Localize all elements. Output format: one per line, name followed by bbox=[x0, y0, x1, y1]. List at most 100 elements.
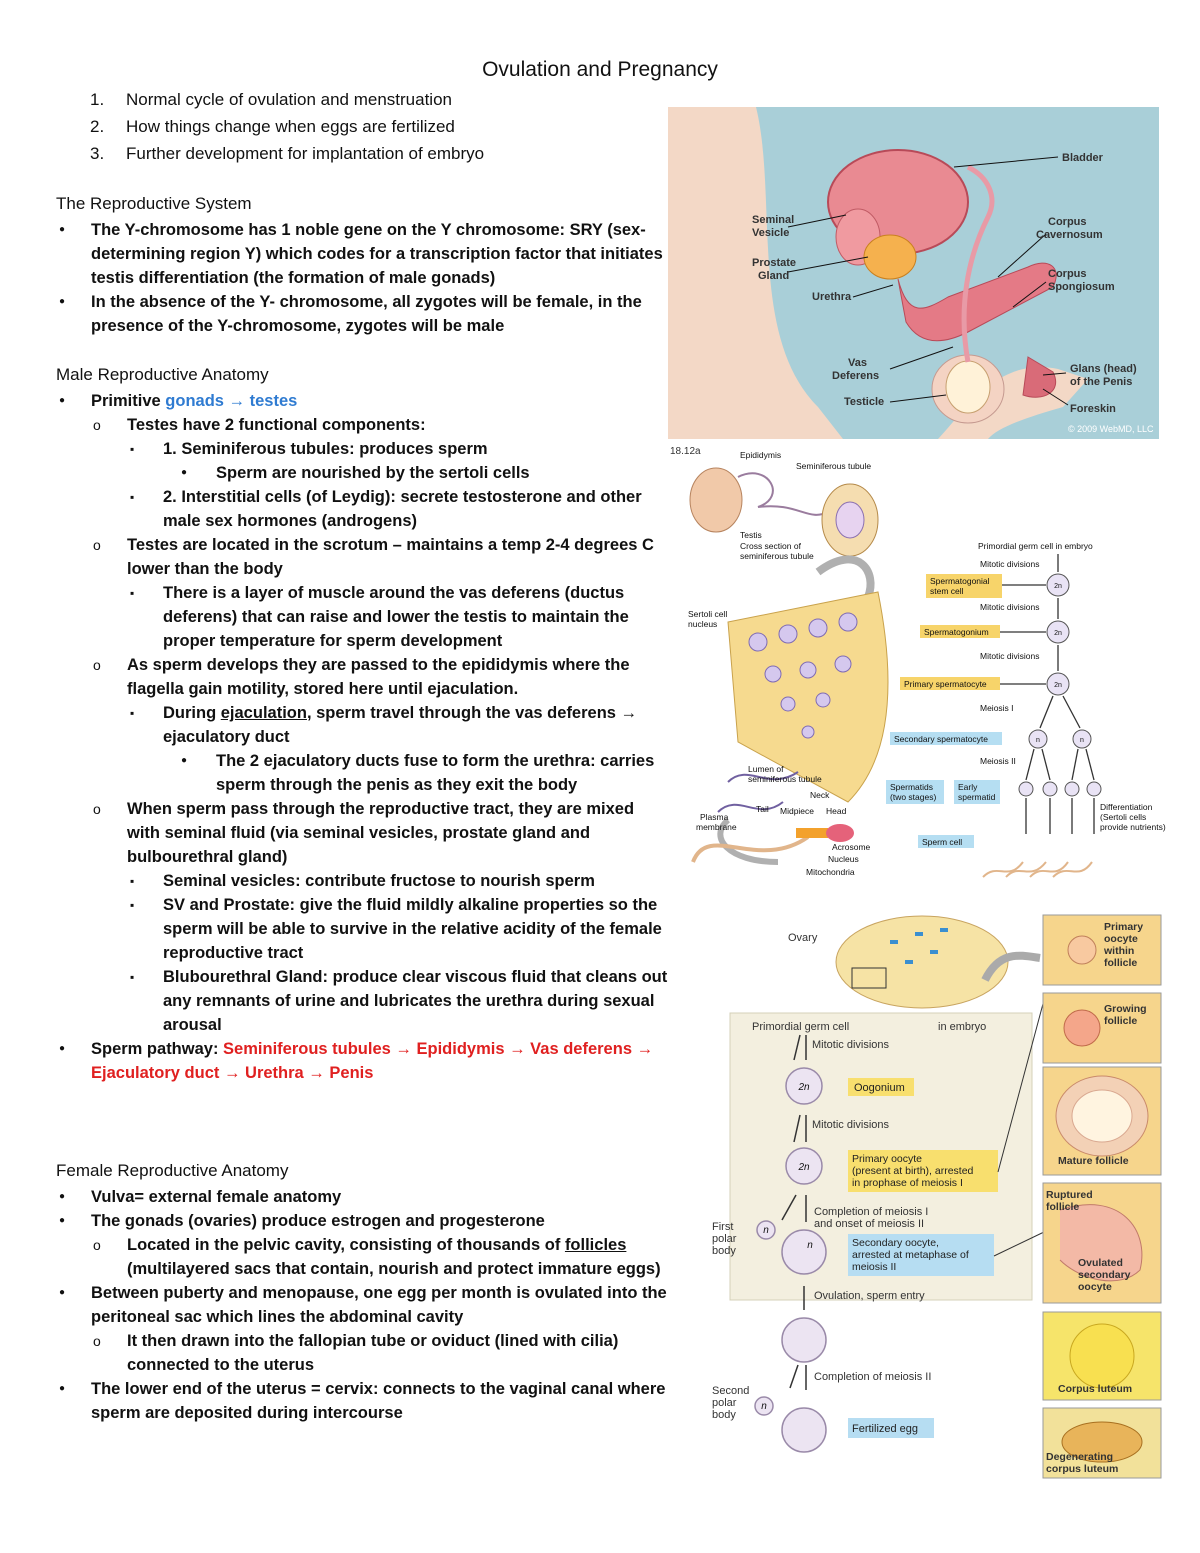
ploidy-label: n bbox=[1080, 737, 1084, 744]
text: As sperm develops they are passed to the… bbox=[127, 656, 630, 698]
bullet-list: Vulva= external female anatomy The gonad… bbox=[56, 1185, 668, 1425]
arrow: → bbox=[223, 392, 250, 410]
label-corpus-cavernosum: Cavernosum bbox=[1036, 229, 1103, 241]
label-cross-section: Cross section of bbox=[740, 541, 802, 551]
bullet-sry: The Y-chromosome has 1 noble gene on the… bbox=[56, 218, 668, 290]
tubule-drawing bbox=[737, 472, 829, 516]
label-mitotic: Mitotic divisions bbox=[812, 1119, 890, 1131]
cell bbox=[808, 618, 828, 638]
cell bbox=[748, 632, 768, 652]
label-tail: Tail bbox=[756, 804, 769, 814]
label-urethra: Urethra bbox=[812, 291, 852, 303]
label-neck: Neck bbox=[810, 790, 830, 800]
arrow-line bbox=[793, 1114, 801, 1143]
deep-list: The 2 ejaculatory ducts fuse to form the… bbox=[163, 749, 668, 797]
label-sertoli: nucleus bbox=[688, 619, 717, 629]
leader-line bbox=[889, 394, 947, 403]
leader-line bbox=[953, 156, 1059, 168]
label-spermatogonium: Spermatogonium bbox=[924, 627, 989, 637]
label-corpus-cavernosum: Corpus bbox=[1048, 216, 1087, 228]
label-glans: of the Penis bbox=[1070, 376, 1132, 388]
vessel bbox=[930, 950, 938, 954]
label-primordial: Primordial germ cell in embryo bbox=[978, 541, 1093, 551]
leader-line bbox=[997, 233, 1047, 278]
label-primordial: Primordial germ cell bbox=[752, 1021, 849, 1033]
label-acrosome: Acrosome bbox=[832, 842, 871, 852]
sub-bullet: Testes have 2 functional components: 1. … bbox=[91, 413, 668, 533]
vessel bbox=[890, 940, 898, 944]
label-first-polar: First bbox=[712, 1221, 733, 1233]
label-seminal: Seminal bbox=[752, 214, 794, 226]
label-meiosis: Meiosis II bbox=[980, 756, 1016, 766]
item-number: 2. bbox=[90, 117, 105, 136]
ploidy-label: 2n bbox=[797, 1162, 810, 1173]
list-item: 2.How things change when eggs are fertil… bbox=[56, 113, 668, 140]
sub-bullet: It then drawn into the fallopian tube or… bbox=[91, 1329, 668, 1377]
label-box bbox=[918, 835, 974, 848]
sub-bullet: As sperm develops they are passed to the… bbox=[91, 653, 668, 797]
arrow-line bbox=[781, 1194, 797, 1221]
label-early-spermatid: spermatid bbox=[958, 792, 996, 802]
label-ruptured-follicle: Ruptured bbox=[1046, 1189, 1093, 1201]
arrow-line bbox=[1025, 748, 1035, 781]
text: (multilayered sacs that contain, nourish… bbox=[127, 1260, 661, 1278]
ploidy-label: n bbox=[763, 1225, 769, 1236]
leader-line bbox=[889, 346, 954, 370]
cell-n bbox=[1042, 781, 1058, 797]
label-plasma-membrane: Plasma bbox=[700, 812, 729, 822]
label-completion-meiosis-1: and onset of meiosis II bbox=[814, 1218, 924, 1230]
item-text: Further development for implantation of … bbox=[126, 144, 485, 163]
sub-sub-bullet: SV and Prostate: give the fluid mildly a… bbox=[127, 893, 668, 965]
item-number: 3. bbox=[90, 144, 105, 163]
label-spermatids: Spermatids bbox=[890, 782, 933, 792]
sub-list: It then drawn into the fallopian tube or… bbox=[91, 1329, 668, 1377]
deep-bullet: Sperm are nourished by the sertoli cells bbox=[163, 461, 668, 485]
secondary-oocyte-cell bbox=[781, 1229, 827, 1275]
leader-line bbox=[1042, 388, 1069, 406]
sub-bullet: When sperm pass through the reproductive… bbox=[91, 797, 668, 1037]
sub-sub-bullet: Blubourethral Gland: produce clear visco… bbox=[127, 965, 668, 1037]
label-cross-section: seminiferous tubule bbox=[740, 551, 814, 561]
midpiece-drawing bbox=[796, 828, 828, 838]
label-box bbox=[900, 677, 1000, 690]
label-testis: Testis bbox=[740, 530, 762, 540]
label-first-polar: polar bbox=[712, 1233, 737, 1245]
label-corpus-spongiosum: Corpus bbox=[1048, 268, 1087, 280]
cell-n bbox=[1072, 729, 1092, 749]
leader-line bbox=[997, 999, 1045, 1173]
text: Located in the pelvic cavity, consisting… bbox=[127, 1236, 565, 1254]
leader-line bbox=[1042, 372, 1067, 376]
label-seminiferous-tubule: Seminiferous tubule bbox=[796, 461, 871, 471]
sub-sub-bullet: 2. Interstitial cells (of Leydig): secre… bbox=[127, 485, 668, 533]
figure-id: 18.12a bbox=[670, 446, 701, 457]
text: Between puberty and menopause, one egg p… bbox=[91, 1284, 667, 1326]
label-meiosis: Meiosis I bbox=[980, 703, 1014, 713]
label-in-embryo: in embryo bbox=[938, 1021, 986, 1033]
label-secondary-spermatocyte: Secondary spermatocyte bbox=[894, 734, 988, 744]
vessel bbox=[905, 960, 913, 964]
sub-list: Testes have 2 functional components: 1. … bbox=[91, 413, 668, 1037]
notes-column: 1.Normal cycle of ovulation and menstrua… bbox=[56, 86, 668, 1425]
label-degenerating: Degenerating bbox=[1046, 1451, 1113, 1463]
sperm-tail-drawing bbox=[691, 835, 810, 863]
cell-n bbox=[1064, 781, 1080, 797]
label-second-polar: body bbox=[712, 1409, 736, 1421]
label-box bbox=[848, 1078, 914, 1096]
spermatogenesis-figure: 18.12a Epididymis Seminiferous tubule Te… bbox=[668, 442, 1184, 902]
leader-line bbox=[787, 214, 847, 228]
bullet-primitive-gonads: Primitive gonads → testes Testes have 2 … bbox=[56, 389, 668, 1037]
oogonium-cell bbox=[785, 1067, 823, 1105]
label-head: Head bbox=[826, 806, 847, 816]
label-growing-follicle: Growing bbox=[1104, 1003, 1147, 1015]
vas-deferens-shape bbox=[961, 164, 995, 363]
label-box bbox=[848, 1418, 934, 1438]
arrow-line bbox=[1062, 695, 1081, 729]
section-heading-female: Female Reproductive Anatomy bbox=[56, 1161, 289, 1180]
label-ovulation: Ovulation, sperm entry bbox=[814, 1290, 925, 1302]
bullet-cervix: The lower end of the uterus = cervix: co… bbox=[56, 1377, 668, 1425]
label-primary-spermatocyte: Primary spermatocyte bbox=[904, 679, 987, 689]
second-polar-body bbox=[754, 1396, 774, 1416]
cell-n bbox=[1018, 781, 1034, 797]
label-mitotic: Mitotic divisions bbox=[980, 651, 1040, 661]
label-box bbox=[926, 574, 1002, 598]
